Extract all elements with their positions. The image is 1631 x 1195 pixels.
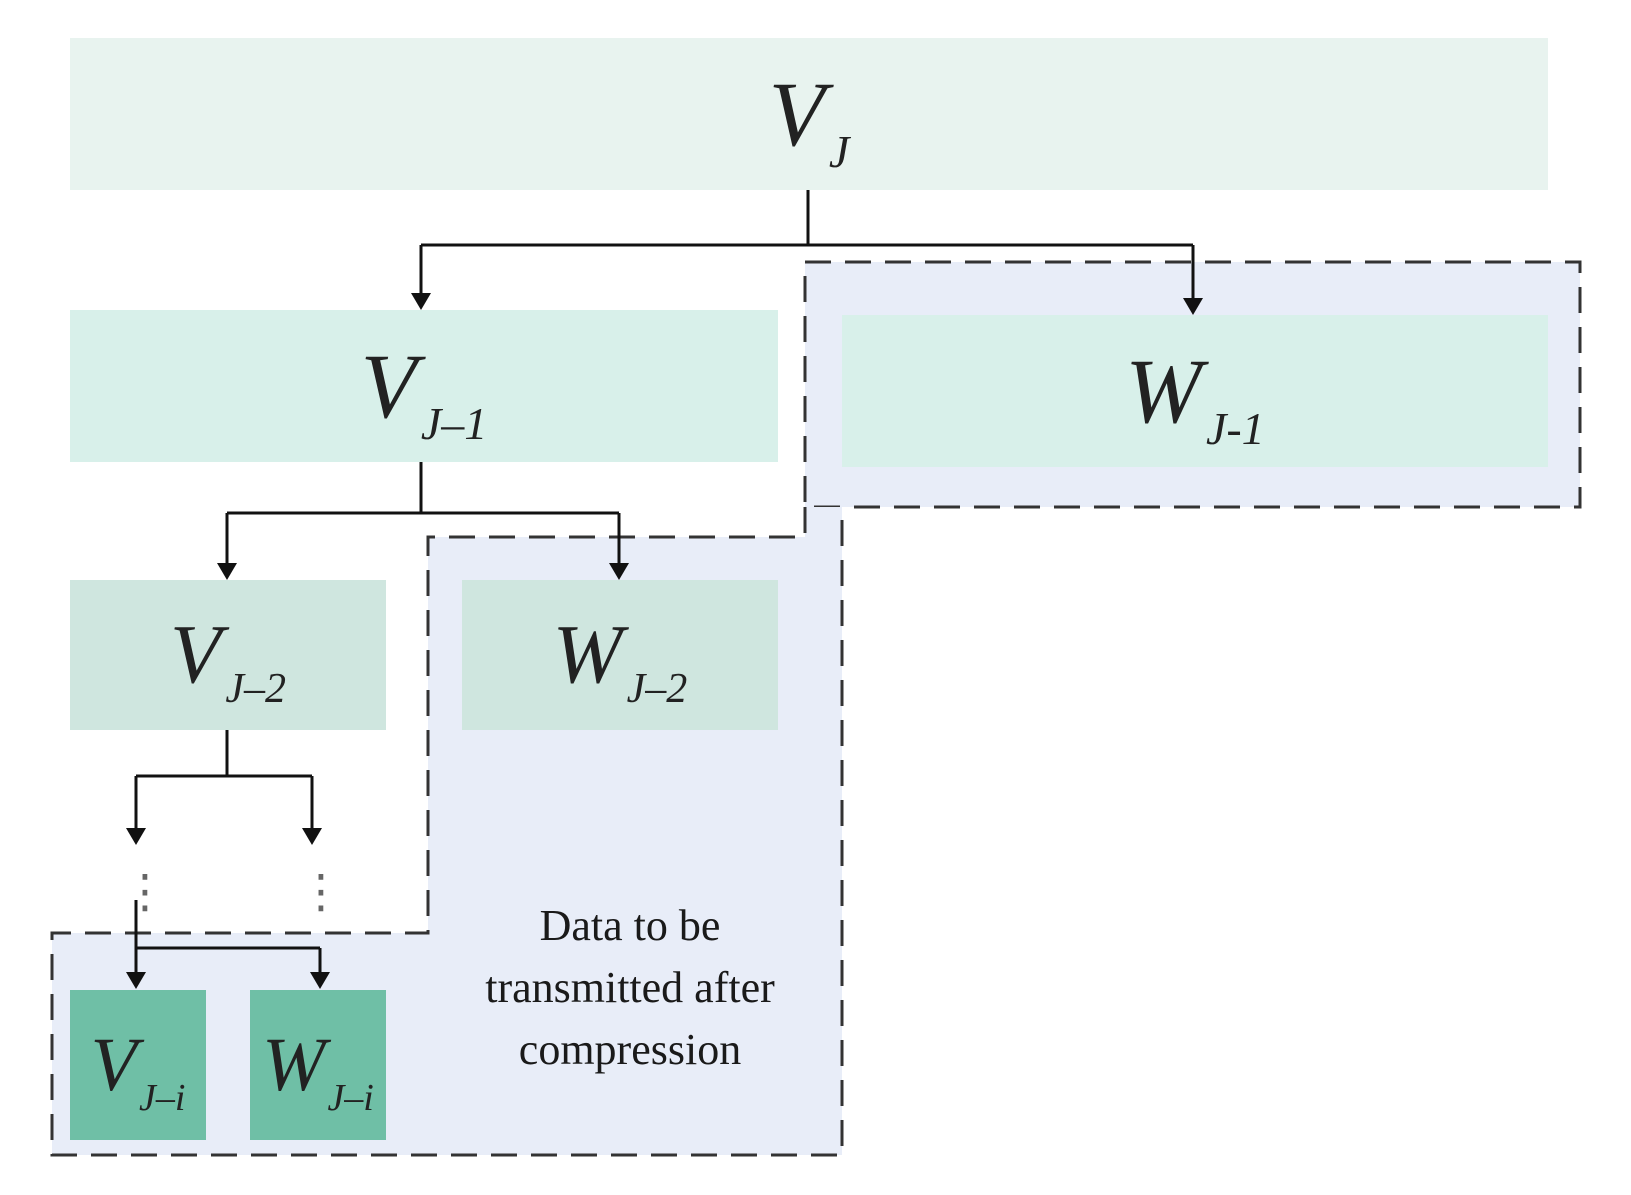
arrowhead-vj2	[217, 563, 237, 580]
highlight-region-outline	[50, 507, 844, 1157]
node-vj2: VJ–2	[70, 580, 386, 730]
node-vji-sub: J–i	[139, 1077, 186, 1119]
node-wji: WJ–i	[250, 990, 386, 1140]
node-vj-base: V	[768, 63, 825, 165]
node-vj1: VJ–1	[70, 310, 778, 462]
node-vj2-sub: J–2	[225, 666, 286, 712]
node-wj1-label: WJ-1	[1125, 340, 1264, 452]
arrowhead-vji	[126, 972, 146, 989]
node-wj2-base: W	[552, 608, 623, 701]
caption-transmitted-data: Data to be transmitted after compression	[485, 901, 775, 1074]
node-vji-base: V	[90, 1023, 137, 1107]
arrowhead-wj1	[1183, 298, 1203, 315]
node-vj1-sub: J–1	[420, 398, 488, 449]
arrowhead-wj2	[609, 563, 629, 580]
node-wji-base: W	[262, 1023, 326, 1107]
node-wj1: WJ-1	[842, 315, 1548, 467]
arrowhead-next-right	[302, 828, 322, 845]
arrowhead-wji	[310, 972, 330, 989]
arrowhead-vj1	[411, 293, 431, 310]
node-vj-sub: J	[828, 126, 850, 177]
node-vj2-label: VJ–2	[170, 608, 286, 711]
ellipsis-left: ⋮	[122, 864, 168, 918]
node-wj2-sub: J–2	[626, 666, 688, 712]
node-vji-label: VJ–i	[90, 1023, 186, 1117]
arrowhead-next-left	[126, 828, 146, 845]
node-vj: VJ	[70, 38, 1548, 190]
node-vj2-base: V	[170, 608, 222, 701]
node-wj2-label: WJ–2	[552, 608, 688, 711]
node-wji-label: WJ–i	[262, 1023, 374, 1117]
node-vji: VJ–i	[70, 990, 206, 1140]
node-vj1-base: V	[360, 335, 417, 437]
node-wj1-sub: J-1	[1205, 403, 1265, 454]
node-vj-label: VJ	[768, 63, 850, 175]
node-vj1-label: VJ–1	[360, 335, 488, 447]
node-wj2: WJ–2	[462, 580, 778, 730]
node-wji-sub: J–i	[327, 1077, 374, 1119]
ellipsis-right: ⋮	[298, 864, 344, 918]
node-wj1-base: W	[1125, 340, 1202, 442]
